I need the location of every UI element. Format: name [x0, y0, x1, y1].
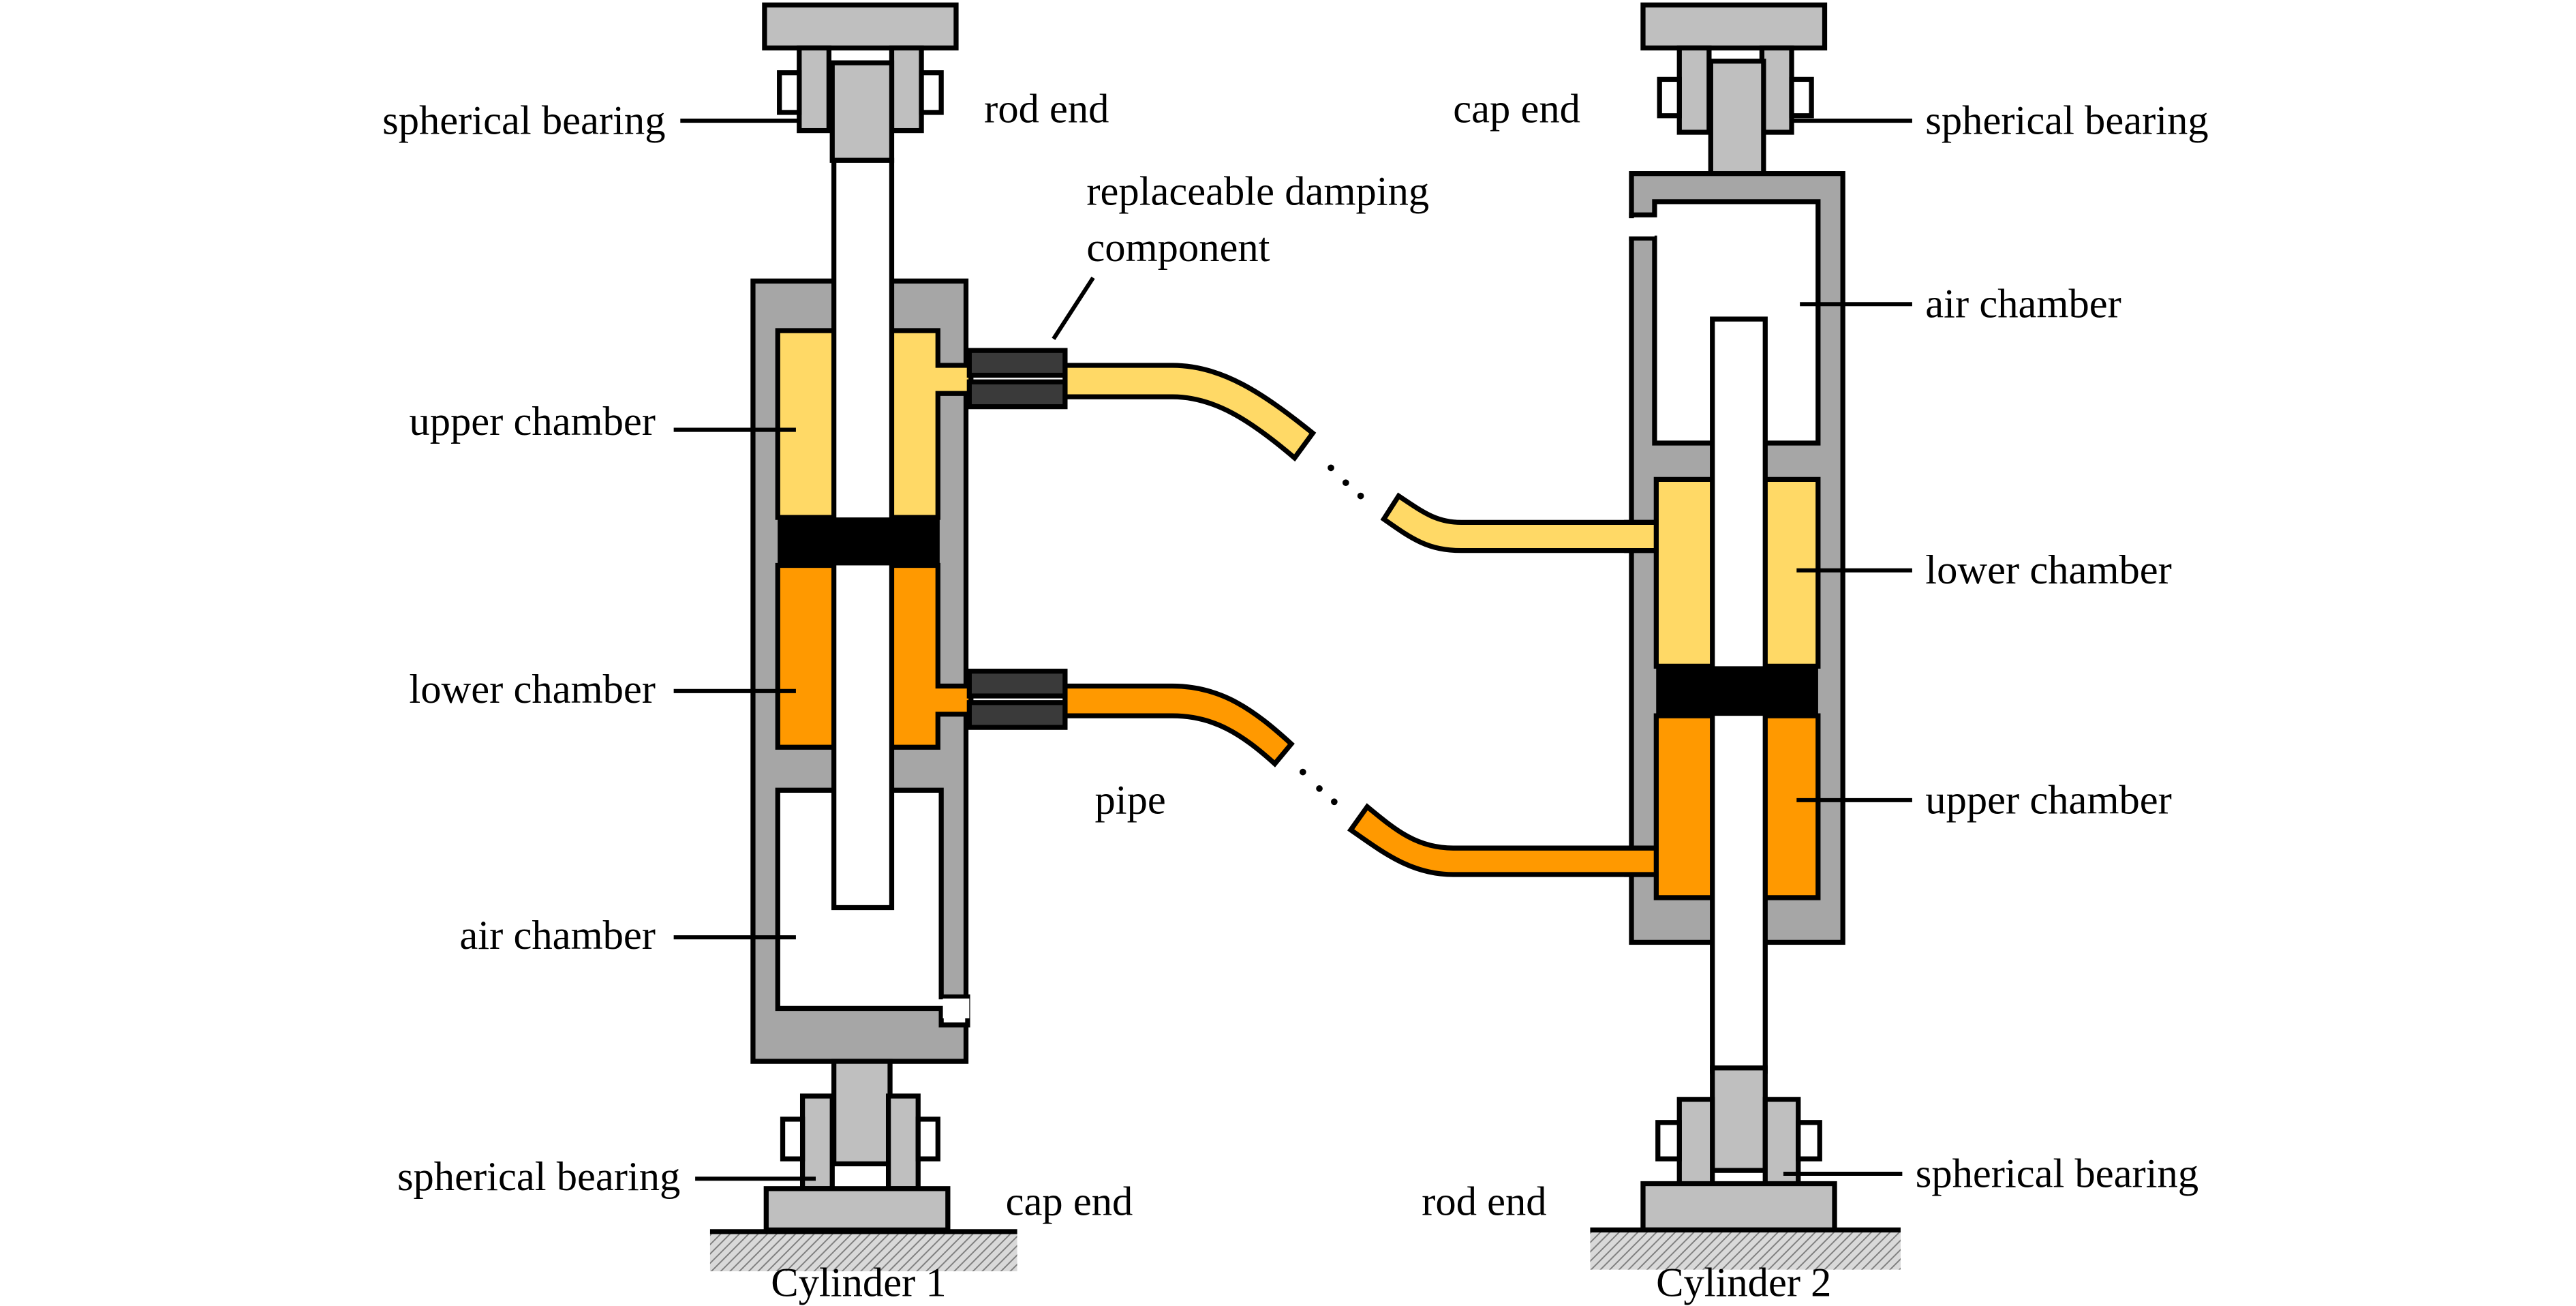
damping-components [966, 348, 1068, 730]
cyl2-bottom-end-label: rod end [1422, 1179, 1546, 1225]
cyl1-top-clevis-left [797, 45, 832, 134]
upper-damping-block-bottom [966, 379, 1068, 410]
cyl1-top-mount-plate [762, 2, 959, 50]
cyl1-top-pin-left [777, 70, 802, 115]
cyl2-cap-eye-top [1708, 59, 1766, 178]
cyl2-ground [1590, 1230, 1901, 1270]
cyl1-top-clevis-right [889, 45, 924, 134]
cyl1-top-pin-right [919, 70, 944, 115]
cyl1-bottom-clevis-left [799, 1093, 835, 1191]
cyl2-lower-chamber-label: lower chamber [1925, 547, 2172, 593]
cyl1-rod-eye-top [829, 60, 895, 163]
damping-component-label-line2: component [1086, 225, 1270, 271]
cylinder-1 [709, 2, 1017, 1272]
leader-lines [673, 119, 1912, 1181]
lower-pipe-segment-1 [1062, 683, 1295, 768]
labels: spherical bearing rod end upper chamber … [382, 86, 2209, 1305]
cyl2-bottom-pin-right [1796, 1120, 1822, 1161]
cyl2-top-pin-right [1789, 76, 1814, 119]
cyl2-bottom-clevis-left [1676, 1097, 1715, 1188]
cyl1-bottom-pin-left [780, 1117, 806, 1161]
cyl2-top-bearing-label: spherical bearing [1925, 97, 2208, 143]
cyl2-bottom-pin-left [1655, 1120, 1682, 1161]
pipes [1062, 363, 1659, 877]
upper-damping-block-top [966, 348, 1068, 378]
cyl1-air-chamber-label: air chamber [459, 913, 656, 958]
cyl1-cap-eye-bottom [831, 1059, 893, 1167]
cyl1-top-bearing-label: spherical bearing [382, 97, 665, 143]
pipe-label: pipe [1095, 777, 1166, 823]
cyl2-piston-band [1656, 666, 1818, 716]
cyl1-ground [709, 1231, 1017, 1272]
cyl1-base-plate [763, 1186, 951, 1233]
cyl1-bottom-pin-right [915, 1117, 940, 1161]
cyl1-bottom-end-label: cap end [1006, 1179, 1133, 1225]
cyl2-title: Cylinder 2 [1656, 1260, 1831, 1305]
cyl1-air-vent-gap [942, 998, 970, 1018]
upper-pipe-segment-2 [1380, 492, 1659, 553]
cyl2-top-pin-left [1657, 76, 1682, 119]
cyl2-rod-eye-bottom [1710, 1065, 1768, 1173]
cyl2-base-plate [1640, 1181, 1837, 1233]
cylinder-2 [1590, 2, 1901, 1270]
cyl2-air-chamber-label: air chamber [1925, 282, 2121, 327]
upper-pipe-segment-1 [1062, 363, 1317, 462]
cyl1-lower-chamber-label: lower chamber [409, 667, 656, 712]
cyl2-air-vent-gap [1628, 218, 1655, 237]
lower-pipe-segment-2 [1347, 803, 1659, 877]
cyl1-bottom-bearing-label: spherical bearing [397, 1154, 680, 1200]
cyl1-piston-band [778, 517, 940, 566]
cyl1-top-end-label: rod end [984, 86, 1109, 132]
cyl2-top-end-label: cap end [1453, 86, 1580, 132]
cyl1-title: Cylinder 1 [771, 1260, 946, 1305]
cyl2-top-mount-plate [1640, 2, 1828, 50]
lower-damping-block-top [966, 669, 1068, 699]
cyl2-top-clevis-right [1759, 45, 1794, 135]
lower-pipe-continuation-dots [1299, 768, 1338, 806]
cyl1-upper-chamber-label: upper chamber [409, 399, 656, 444]
lower-damping-block-bottom [966, 700, 1068, 730]
upper-pipe-continuation-dots [1328, 464, 1364, 500]
cyl2-bottom-bearing-label: spherical bearing [1916, 1151, 2198, 1196]
cyl1-bottom-clevis-right [885, 1093, 921, 1191]
damping-component-label-line1: replaceable damping [1086, 169, 1429, 215]
cyl2-upper-chamber-label: upper chamber [1925, 777, 2172, 823]
cyl2-top-clevis-left [1676, 45, 1712, 135]
